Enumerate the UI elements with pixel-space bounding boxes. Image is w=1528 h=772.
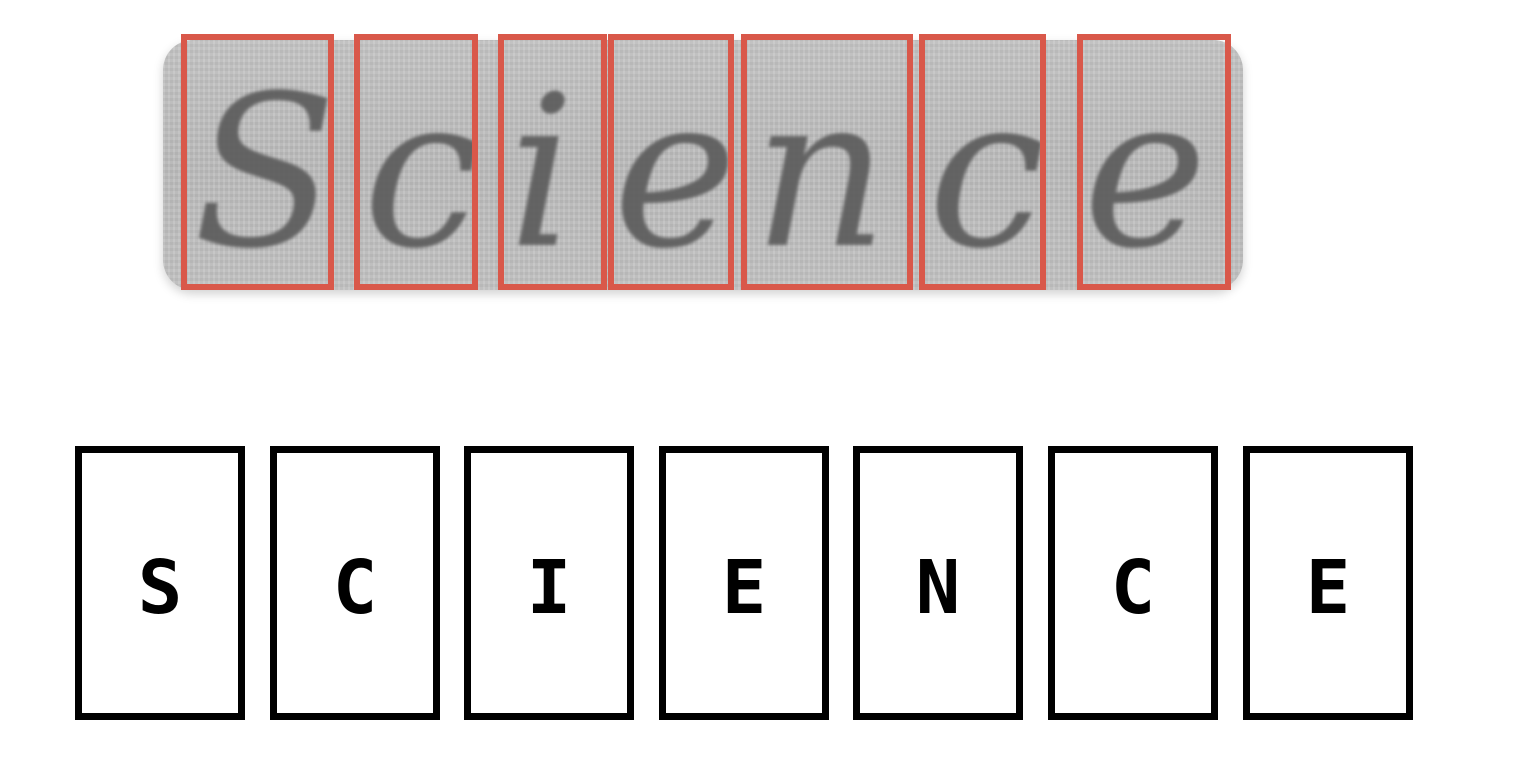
glyph-2: c: [363, 50, 481, 290]
image-texture: [163, 40, 1243, 290]
char-card-3: I: [464, 446, 634, 720]
char-label: C: [332, 545, 378, 631]
glyph-7: e: [1083, 50, 1208, 290]
glyph-6: c: [928, 50, 1046, 290]
glyph-1: S: [193, 50, 337, 290]
segment-box-1: [181, 34, 334, 290]
glyph-3: i: [508, 50, 576, 290]
source-word-image: S c i e n c e: [163, 40, 1243, 290]
char-label: C: [1110, 545, 1156, 631]
char-label: E: [721, 545, 767, 631]
glyph-4: e: [613, 50, 738, 290]
segment-box-2: [354, 34, 478, 290]
char-label: S: [137, 545, 183, 631]
char-label: E: [1305, 545, 1351, 631]
segment-box-4: [608, 34, 734, 290]
char-label: N: [915, 545, 961, 631]
segment-box-6: [919, 34, 1046, 290]
segment-box-7: [1077, 34, 1231, 290]
char-card-4: E: [659, 446, 829, 720]
char-card-1: S: [75, 446, 245, 720]
glyph-5: n: [753, 50, 889, 290]
char-card-7: E: [1243, 446, 1413, 720]
char-card-6: C: [1048, 446, 1218, 720]
char-label: I: [526, 545, 572, 631]
segment-box-3: [498, 34, 607, 290]
char-card-5: N: [853, 446, 1023, 720]
char-card-2: C: [270, 446, 440, 720]
segment-box-5: [741, 34, 913, 290]
